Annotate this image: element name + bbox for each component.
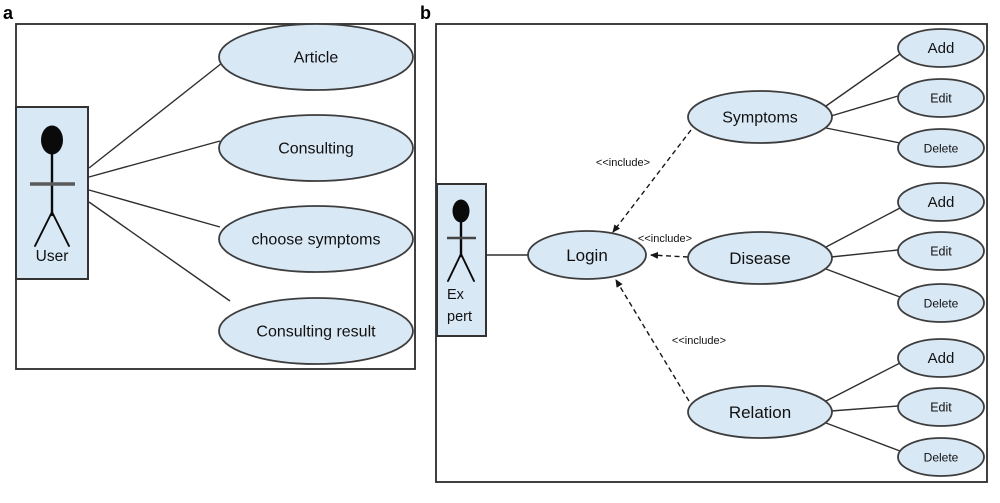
include-label: <<include> — [672, 335, 726, 347]
use-case-edit — [897, 387, 985, 427]
use-case-label: Consulting result — [256, 324, 376, 341]
association-line — [88, 189, 221, 228]
use-case-consulting: Consulting — [218, 114, 414, 182]
use-case-label: Edit — [930, 92, 952, 106]
panel-b-label: b — [420, 3, 431, 23]
use-case-add — [897, 28, 985, 68]
use-case-disease — [687, 231, 833, 285]
association-line — [825, 362, 901, 402]
actor-user-label: User — [36, 248, 69, 265]
association-line — [825, 127, 901, 144]
include-label: <<include> — [638, 233, 692, 245]
use-case-label: Add — [928, 350, 955, 367]
use-case-edit — [897, 78, 985, 118]
use-case-choose-symptoms: choose symptoms — [218, 205, 414, 273]
association-line — [88, 62, 223, 169]
use-case-label: Add — [928, 194, 955, 211]
use-case-label: Delete — [924, 451, 959, 465]
use-case-label: Delete — [924, 142, 959, 156]
actor-expert: Ex pert — [436, 183, 487, 337]
use-case-label: Disease — [729, 249, 790, 268]
use-case-edit — [897, 231, 985, 271]
use-case-article: Article — [218, 23, 414, 91]
include-arrow-symptoms — [612, 129, 692, 233]
association-line — [830, 95, 899, 117]
actor-expert-label-line1: Ex — [447, 287, 465, 303]
association-line — [88, 140, 221, 178]
use-case-add — [897, 182, 985, 222]
use-case-add — [897, 338, 985, 378]
association-line — [830, 249, 899, 258]
actor-expert-box — [436, 183, 487, 337]
include-label: <<include> — [596, 157, 650, 169]
include-arrow-disease — [650, 251, 689, 259]
panel-a: a User Article Consulting — [3, 3, 416, 370]
use-case-label: Relation — [729, 403, 791, 422]
association-line — [825, 268, 901, 298]
use-case-consulting-result: Consulting result — [218, 297, 414, 365]
group-symptoms: Symptoms Add Edit Delete — [687, 28, 985, 168]
association-line — [88, 201, 231, 302]
association-line — [825, 53, 901, 107]
panel-b: b Ex pert Login <<include> <<in — [420, 3, 988, 483]
group-relation: Relation Add Edit Delete — [687, 338, 985, 477]
panel-a-label: a — [3, 3, 14, 23]
include-arrow-relation — [615, 279, 690, 402]
use-case-delete — [897, 283, 985, 323]
use-case-label: Edit — [930, 245, 952, 259]
use-case-login: Login — [527, 230, 647, 280]
use-case-label: Symptoms — [722, 110, 798, 127]
use-case-label: Add — [928, 40, 955, 57]
group-disease: Disease Add Edit Delete — [687, 182, 985, 323]
use-case-label: Login — [566, 246, 608, 265]
use-case-label: Consulting — [278, 141, 354, 158]
use-case-delete — [897, 128, 985, 168]
stick-figure-icon — [447, 199, 476, 282]
use-case-relation — [687, 385, 833, 439]
actor-user: User — [15, 106, 89, 280]
association-line — [830, 405, 899, 412]
association-line — [825, 207, 901, 248]
use-case-label: Article — [294, 50, 339, 67]
use-case-label: Delete — [924, 297, 959, 311]
association-line — [825, 422, 901, 452]
use-case-symptoms — [687, 90, 833, 144]
use-case-label: choose symptoms — [252, 232, 381, 249]
actor-expert-label-line2: pert — [447, 309, 472, 325]
use-case-label: Edit — [930, 401, 952, 415]
use-case-delete — [897, 437, 985, 477]
stick-figure-icon — [30, 125, 75, 247]
